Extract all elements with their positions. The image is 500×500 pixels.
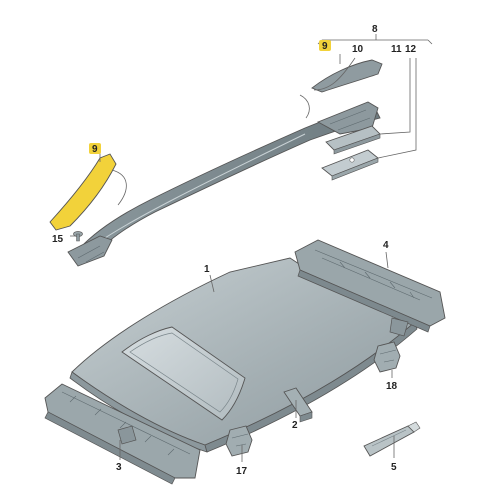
- roof-frame-rear: [294, 239, 446, 337]
- label-17: 17: [236, 466, 248, 477]
- rear-cover-cap: [311, 59, 383, 93]
- label-3: 3: [116, 462, 122, 473]
- label-4: 4: [383, 240, 389, 251]
- part-labels: 1 2 3 4 5 8 9 10 11 12 9 15 17 18: [52, 24, 417, 477]
- label-5: 5: [391, 462, 397, 473]
- sunroof-opening: [121, 326, 246, 421]
- label-12: 12: [405, 44, 417, 55]
- label-2: 2: [292, 420, 298, 431]
- seal-strip: [363, 421, 421, 457]
- label-8: 8: [372, 24, 378, 35]
- label-9-top: 9: [322, 41, 328, 52]
- highlight-9-top: [319, 40, 331, 51]
- roof-frame-front: [44, 383, 201, 485]
- bracket-18: [373, 341, 401, 373]
- adhesive-pad-12: [321, 149, 379, 181]
- label-18: 18: [386, 381, 398, 392]
- front-cover-cap-highlighted: [49, 153, 117, 231]
- bracket-17: [225, 425, 253, 457]
- roof-bracket: [283, 387, 313, 423]
- label-15: 15: [52, 234, 64, 245]
- label-1: 1: [204, 264, 210, 275]
- label-11: 11: [391, 44, 402, 55]
- screw-15: [73, 231, 83, 242]
- roof-panel: [69, 257, 418, 453]
- roof-rail: [67, 101, 381, 267]
- label-10: 10: [352, 44, 364, 55]
- label-9-front: 9: [92, 144, 98, 155]
- highlight-9-front: [89, 143, 101, 154]
